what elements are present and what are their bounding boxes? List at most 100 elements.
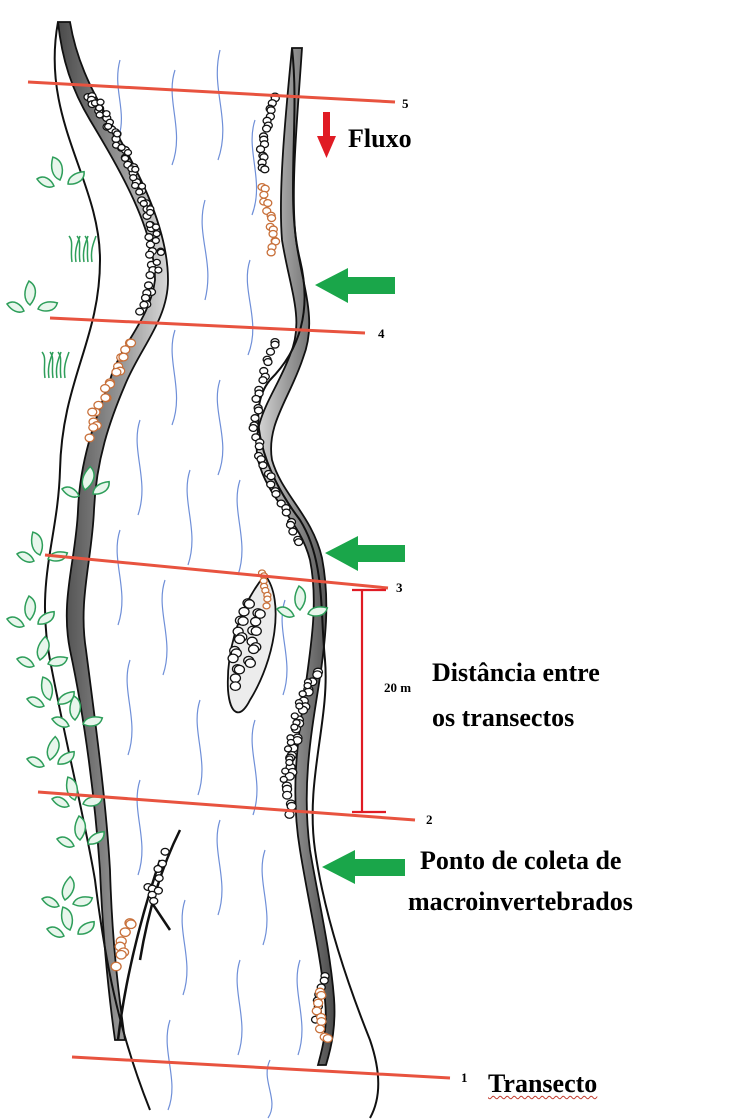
transect-label-text: Transecto [488,1069,597,1098]
collection-arrow-icon [322,850,405,884]
stone-icon [245,659,255,668]
stone-icon [132,182,139,188]
stone-icon [317,1018,326,1026]
stone-icon [259,462,267,469]
stone-icon [280,776,287,782]
plant-icon [56,836,75,848]
stone-icon [289,528,297,535]
stone-icon [161,848,169,855]
stone-icon [157,249,164,255]
transect-number-5: 5 [402,96,409,112]
stone-icon [103,111,110,117]
stone-icon [283,791,292,799]
stone-icon [316,1025,325,1033]
stone-icon [136,189,143,195]
stone-icon [235,635,245,644]
stone-icon [255,443,263,450]
plant-icon [47,652,69,671]
stone-icon [295,539,303,546]
stone-icon [255,407,263,414]
stone-icon [266,348,274,355]
stone-icon [238,617,248,626]
flow-label: Fluxo [348,123,412,154]
stone-icon [314,999,323,1007]
grass-icon [42,352,45,378]
stone-icon [136,308,144,315]
plant-icon [16,551,35,563]
stone-icon [282,509,290,516]
stone-icon [285,746,292,752]
stone-icon [268,215,276,222]
stone-icon [145,282,153,289]
distance-bracket [352,590,386,812]
stone-icon [88,408,97,416]
stone-icon [267,481,275,488]
stone-icon [251,415,259,422]
plant-icon [6,301,25,313]
stone-icon [249,645,259,654]
stone-icon [230,682,240,691]
grass-icon [69,236,72,262]
stone-icon [120,928,130,937]
stone-icon [267,473,275,480]
grass-icon [85,236,88,262]
stone-icon [97,99,104,105]
stone-icon [153,259,160,265]
stone-icon [145,234,153,241]
stone-icon [287,521,295,528]
plant-icon [6,616,25,628]
stone-icon [132,166,139,172]
grass-icon [50,352,53,378]
distance-value: 20 m [384,680,411,696]
stone-icon [140,301,148,308]
plant-icon [61,486,80,498]
grass-icon [77,236,80,262]
stone-icon [291,724,298,730]
stone-icon [116,950,126,959]
stone-icon [146,272,154,279]
stone-icon [317,992,326,1000]
stone-icon [105,123,112,129]
stone-icon [101,385,110,393]
stone-icon [126,920,136,929]
stone-icon [260,191,268,198]
transect-number-1: 1 [461,1070,468,1086]
plant-icon [291,585,308,611]
stone-icon [261,166,269,173]
plant-icon [76,917,96,939]
grass-icon [58,352,61,378]
plant-icon [56,747,76,769]
stone-icon [153,231,160,237]
plant-icon [36,176,55,188]
grass-icon [91,236,96,262]
stone-icon [252,396,260,403]
transect-number-2: 2 [426,812,433,828]
stone-icon [323,1035,332,1043]
stone-icon [111,962,121,971]
stone-icon [126,339,135,347]
stone-icon [291,713,298,719]
stone-icon [228,654,238,663]
stone-icon [147,209,154,215]
stone-icon [264,596,271,602]
plant-icon [26,696,45,708]
transect-line-4 [50,318,365,333]
stone-icon [138,183,145,189]
distance-label-line1: Distância entre [432,657,600,688]
stone-icon [299,691,306,697]
stone-icon [112,368,121,376]
plant-icon [41,896,60,908]
stone-icon [155,875,163,882]
stone-icon [286,759,293,765]
stone-icon [121,346,130,354]
stone-icon [263,603,270,609]
stone-icon [124,150,131,156]
stone-icon [142,294,150,301]
stone-icon [259,377,267,384]
stone-icon [118,145,125,151]
stone-icon [158,860,166,867]
stone-icon [122,155,129,161]
plant-icon [62,877,74,900]
transect-line-1 [72,1057,450,1078]
